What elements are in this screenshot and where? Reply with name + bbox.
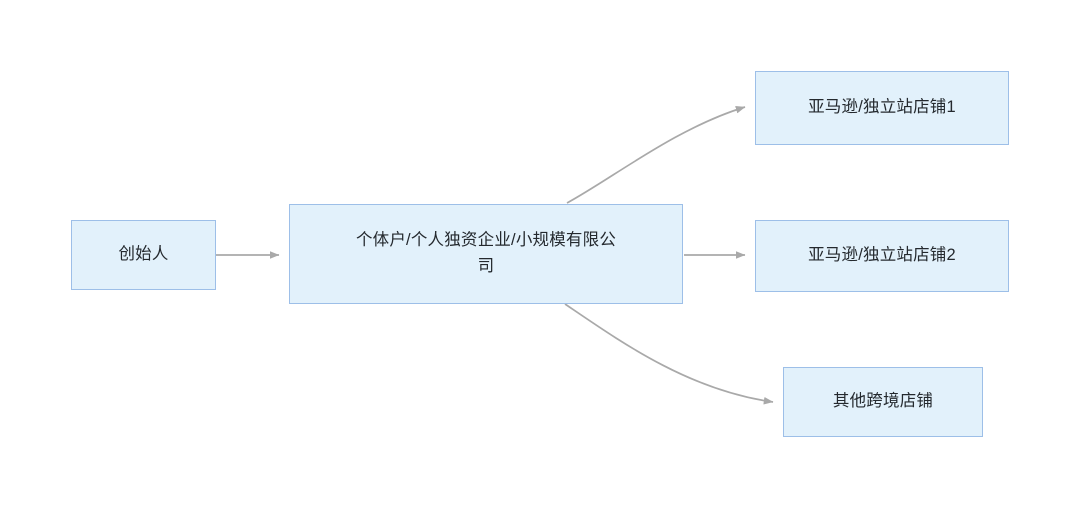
node-shop-2-label: 亚马逊/独立站店铺2 — [808, 246, 956, 265]
node-shop-3-label: 其他跨境店铺 — [832, 392, 934, 411]
node-business-entity[interactable]: 个体户/个人独资企业/小规模有限公 司 — [289, 204, 683, 304]
node-shop-3[interactable]: 其他跨境店铺 — [783, 367, 983, 437]
node-shop-2[interactable]: 亚马逊/独立站店铺2 — [755, 220, 1009, 292]
node-founder[interactable]: 创始人 — [71, 220, 216, 290]
node-founder-label: 创始人 — [118, 245, 169, 264]
edge-entity-to-shop1 — [566, 106, 746, 204]
node-business-entity-label: 个体户/个人独资企业/小规模有限公 司 — [355, 231, 617, 275]
node-shop-1-label: 亚马逊/独立站店铺1 — [808, 98, 956, 117]
edge-entity-to-shop3 — [564, 303, 774, 405]
node-shop-1[interactable]: 亚马逊/独立站店铺1 — [755, 71, 1009, 145]
